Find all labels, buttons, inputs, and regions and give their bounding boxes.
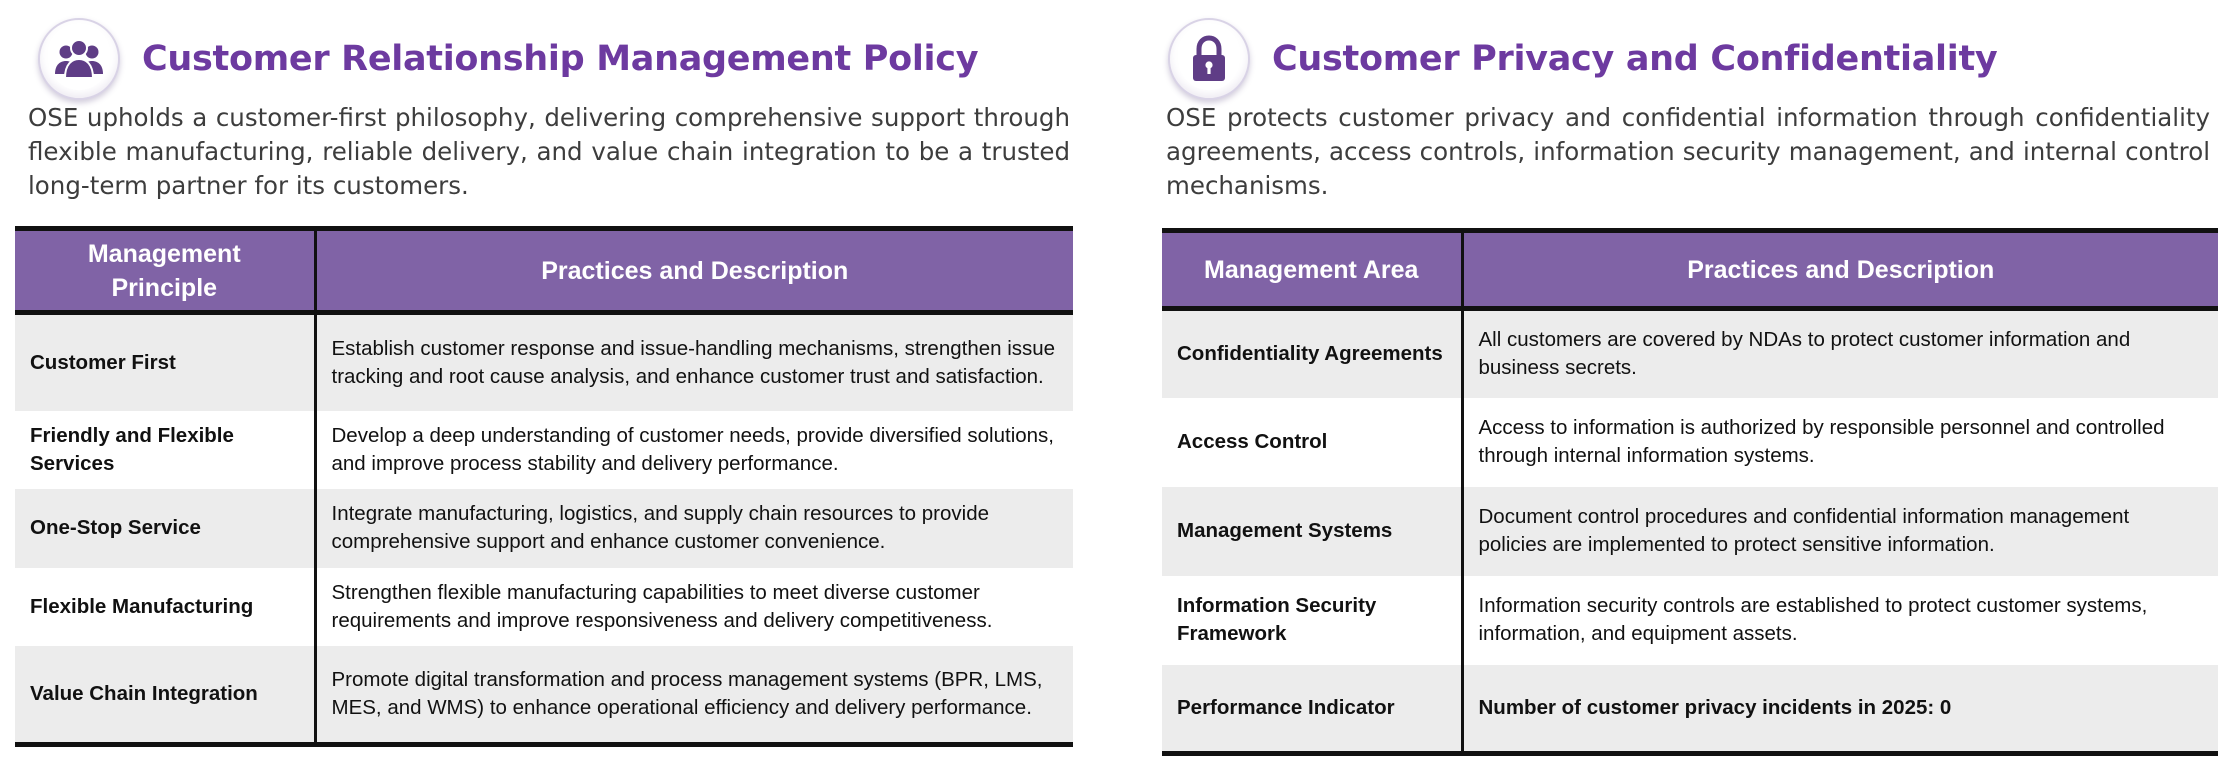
privacy-row-name: Information Security Framework [1162,575,1464,665]
privacy-row-desc: Document control procedures and confiden… [1462,486,2218,576]
privacy-title: Customer Privacy and Confidentiality [1272,39,1998,79]
crm-header-practices: Practices and Description [315,228,1073,313]
table-row: Flexible Manufacturing Strengthen flexib… [15,567,1073,646]
privacy-header-area: Management Area [1162,230,1464,309]
crm-table-header-row: Management Principle Practices and Descr… [15,228,1073,313]
crm-header: Customer Relationship Management Policy [38,14,979,104]
crm-badge [38,18,120,100]
privacy-header-practices: Practices and Description [1462,230,2218,309]
table-row: Confidentiality Agreements All customers… [1162,308,2218,398]
crm-row-desc: Strengthen flexible manufacturing capabi… [315,567,1073,646]
crm-row-desc: Develop a deep understanding of customer… [315,410,1073,489]
privacy-row-desc: Access to information is authorized by r… [1462,397,2218,487]
crm-intro: OSE upholds a customer-first philosophy,… [28,103,1070,200]
crm-row-name: Friendly and Flexible Services [15,410,317,489]
crm-title: Customer Relationship Management Policy [142,39,979,79]
privacy-badge [1168,18,1250,100]
crm-row-name: Flexible Manufacturing [15,567,317,646]
privacy-row-name: Performance Indicator [1162,664,1464,754]
customers-icon [55,39,103,79]
privacy-header: Customer Privacy and Confidentiality [1168,14,1998,104]
crm-row-name: Customer First [15,312,317,411]
table-row: Information Security Framework Informati… [1162,575,2218,665]
crm-row-desc: Establish customer response and issue-ha… [315,312,1073,411]
table-row: Performance Indicator Number of customer… [1162,664,2218,754]
crm-table: Management Principle Practices and Descr… [15,226,1073,747]
privacy-intro: OSE protects customer privacy and confid… [1166,103,2210,200]
table-row: One-Stop Service Integrate manufacturing… [15,488,1073,568]
crm-header-principle: Management Principle [15,228,317,313]
privacy-table-header-row: Management Area Practices and Descriptio… [1162,230,2218,309]
privacy-row-name: Access Control [1162,397,1464,487]
padlock-icon [1193,35,1225,81]
crm-row-name: One-Stop Service [15,488,317,568]
table-row: Value Chain Integration Promote digital … [15,645,1073,745]
privacy-row-desc: All customers are covered by NDAs to pro… [1462,308,2218,398]
privacy-row-desc: Number of customer privacy incidents in … [1462,664,2218,754]
privacy-row-desc: Information security controls are establ… [1462,575,2218,665]
privacy-row-name: Management Systems [1162,486,1464,576]
table-row: Friendly and Flexible Services Develop a… [15,410,1073,489]
crm-row-desc: Integrate manufacturing, logistics, and … [315,488,1073,568]
table-row: Management Systems Document control proc… [1162,486,2218,576]
table-row: Access Control Access to information is … [1162,397,2218,487]
privacy-table: Management Area Practices and Descriptio… [1162,228,2218,756]
table-row: Customer First Establish customer respon… [15,312,1073,411]
privacy-row-name: Confidentiality Agreements [1162,308,1464,398]
crm-row-desc: Promote digital transformation and proce… [315,645,1073,745]
crm-row-name: Value Chain Integration [15,645,317,745]
